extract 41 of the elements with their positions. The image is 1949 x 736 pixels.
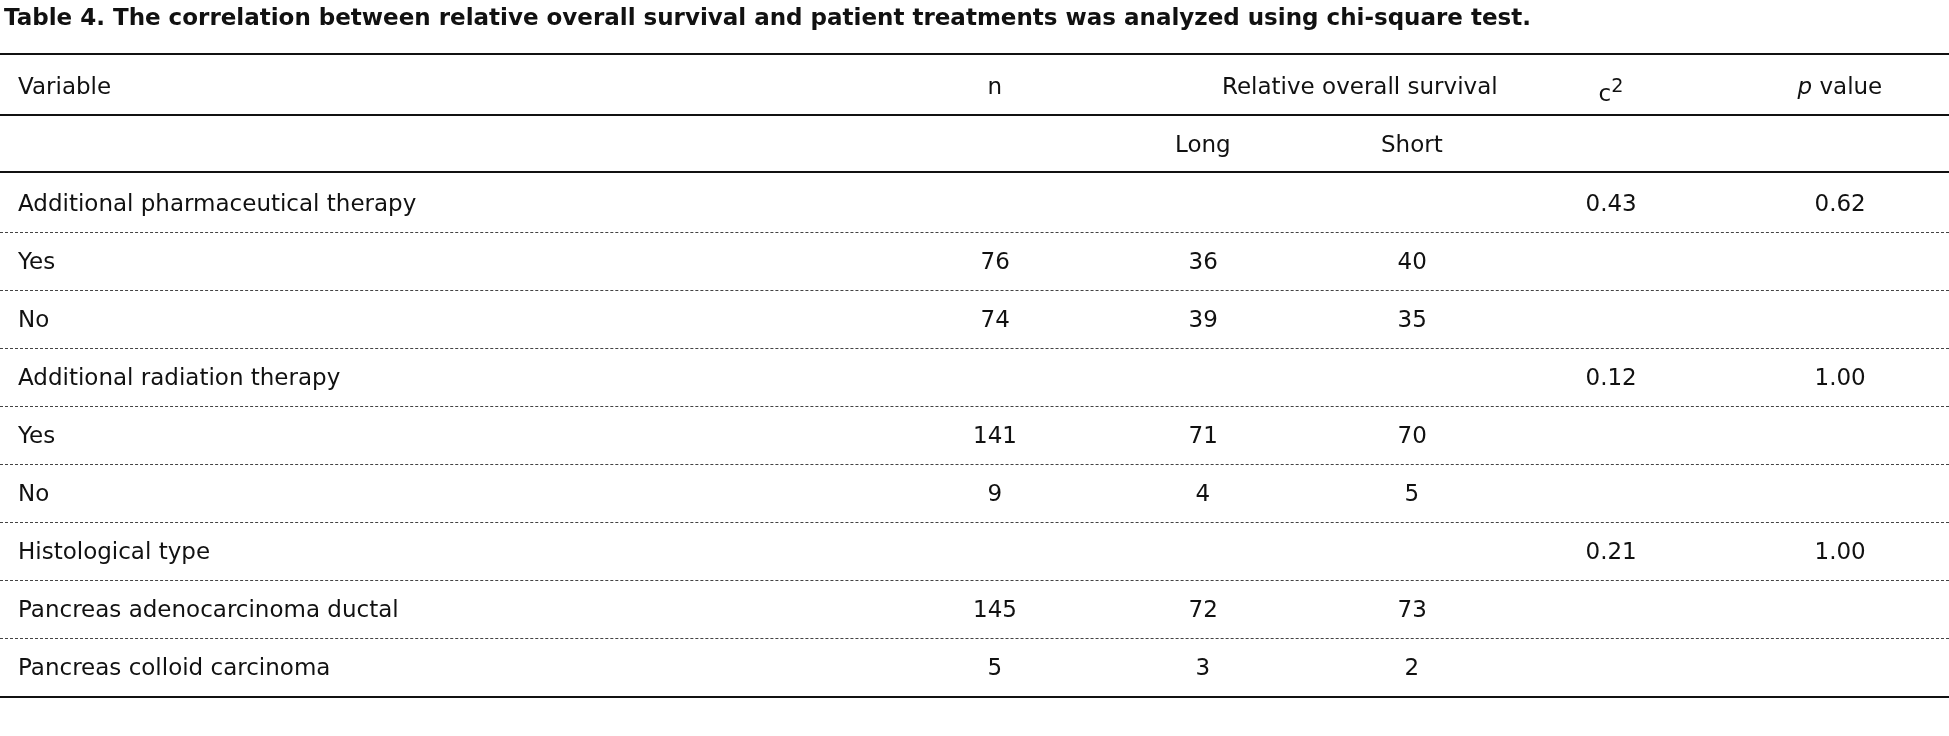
- data-value: 0.21: [1585, 537, 1637, 566]
- data-value: 0.12: [1585, 363, 1637, 392]
- data-value: 76: [980, 247, 1010, 276]
- row-label: No: [18, 305, 50, 334]
- data-value: 71: [1188, 421, 1218, 450]
- data-value: 3: [1195, 653, 1211, 682]
- data-value: 73: [1397, 595, 1427, 624]
- data-value: 74: [980, 305, 1010, 334]
- row-label: Additional pharmaceutical therapy: [18, 189, 417, 218]
- row-label: Yes: [18, 421, 56, 450]
- table-title: Table 4. The correlation between relative overall survival and patient treatments was analyzed using chi-square test.: [4, 4, 1531, 30]
- data-value: 9: [987, 479, 1003, 508]
- row-label: Pancreas adenocarcinoma ductal: [18, 595, 399, 624]
- row-label: Yes: [18, 247, 56, 276]
- data-value: 36: [1188, 247, 1218, 276]
- column-header: n: [987, 72, 1003, 101]
- row-label: No: [18, 479, 50, 508]
- data-value: 70: [1397, 421, 1427, 450]
- data-value: 2: [1404, 653, 1420, 682]
- column-header: Relative overall survival: [1222, 72, 1498, 101]
- data-value: 4: [1195, 479, 1211, 508]
- row-label: Additional radiation therapy: [18, 363, 341, 392]
- data-value: 5: [987, 653, 1003, 682]
- data-value: 1.00: [1814, 363, 1866, 392]
- data-value: 145: [973, 595, 1017, 624]
- data-value: 1.00: [1814, 537, 1866, 566]
- column-header: c$^{2}$: [1598, 73, 1624, 108]
- data-value: 141: [973, 421, 1017, 450]
- column-header: Short: [1381, 130, 1443, 159]
- data-value: 40: [1397, 247, 1427, 276]
- column-header: Variable: [18, 72, 112, 101]
- data-value: 0.62: [1814, 189, 1866, 218]
- data-value: 5: [1404, 479, 1420, 508]
- data-value: 0.43: [1585, 189, 1637, 218]
- column-header: p value: [1797, 72, 1883, 101]
- data-value: 39: [1188, 305, 1218, 334]
- column-header: Long: [1175, 130, 1231, 159]
- data-value: 35: [1397, 305, 1427, 334]
- row-label: Pancreas colloid carcinoma: [18, 653, 331, 682]
- row-label: Histological type: [18, 537, 211, 566]
- data-value: 72: [1188, 595, 1218, 624]
